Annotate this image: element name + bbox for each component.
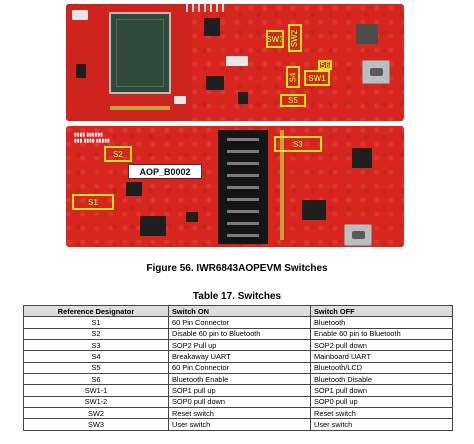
switch-label-s2: S2 xyxy=(104,146,132,162)
antenna-module xyxy=(66,4,192,121)
table-cell: Bluetooth/LCD xyxy=(310,361,453,375)
table-cell: User switch xyxy=(310,418,453,431)
component xyxy=(140,216,166,236)
table-row: SW1-2 SOP0 pull down SOP0 pull up xyxy=(23,395,453,409)
table-cell: Enable 60 pin to Bluetooth xyxy=(310,327,453,341)
component xyxy=(238,92,248,104)
table-row: S4 Breakaway UART Mainboard UART xyxy=(23,350,453,363)
table-row: S6 Bluetooth Enable Bluetooth Disable xyxy=(23,373,453,386)
table-cell: Disable 60 pin to Bluetooth xyxy=(168,327,311,341)
usb-connector xyxy=(362,60,390,84)
silkscreen-text: ▮▮▮▮ ▮▮▮▮▮▮▮▮▮ ▮▮▮▮ ▮▮▮▮▮ xyxy=(74,132,110,144)
table-cell: Bluetooth xyxy=(310,316,453,329)
switch-label-sw1: SW1 xyxy=(304,70,330,86)
table-cell: SW1-2 xyxy=(23,395,169,409)
table-cell: SW2 xyxy=(23,407,169,420)
table-row: SW2 Reset switch Reset switch xyxy=(23,407,453,420)
usb-connector xyxy=(344,224,372,246)
column-header-reference-designator: Reference Designator xyxy=(23,304,169,318)
switch-label-sw3: SW3 xyxy=(266,30,284,48)
switch-label-sw2: SW2 xyxy=(288,24,302,52)
board-photo-top: SW3 SW2 S6 S4 SW1 S5 xyxy=(66,4,404,121)
table-cell: SOP0 pull up xyxy=(310,395,453,409)
table-row: SW3 User switch User switch xyxy=(23,418,453,431)
component xyxy=(356,24,378,44)
antenna-array xyxy=(109,12,171,94)
component xyxy=(206,76,224,90)
component xyxy=(126,182,142,196)
table-row: SW1-1 SOP1 pull up SOP1 pull down xyxy=(23,384,453,397)
table-row: S1 60 Pin Connector Bluetooth xyxy=(23,316,453,329)
table-cell: User switch xyxy=(168,418,311,431)
table-cell: S3 xyxy=(23,339,169,352)
table-cell: 60 Pin Connector xyxy=(168,361,311,375)
table-cell: S6 xyxy=(23,373,169,386)
component xyxy=(302,200,326,220)
component xyxy=(204,18,220,36)
table-cell: Breakaway UART xyxy=(168,350,311,363)
column-header-switch-on: Switch ON xyxy=(168,304,311,318)
table-cell: SOP0 pull down xyxy=(168,395,311,409)
column-header-switch-off: Switch OFF xyxy=(310,304,453,318)
table-title: Table 17. Switches xyxy=(192,291,282,302)
component xyxy=(352,148,372,168)
component xyxy=(186,212,198,222)
component xyxy=(174,96,186,104)
header-pins xyxy=(186,4,226,12)
component xyxy=(280,130,284,240)
component xyxy=(226,56,248,66)
switch-label-s5: S5 xyxy=(280,94,306,107)
switches-table: Reference Designator Switch ON Switch OF… xyxy=(23,304,453,431)
switch-label-s1: S1 xyxy=(72,194,114,210)
switch-label-s3: S3 xyxy=(274,136,322,152)
table-cell: SOP2 pull down xyxy=(310,339,453,352)
table-cell: Bluetooth Disable xyxy=(310,373,453,386)
table-cell: S5 xyxy=(23,361,169,375)
component xyxy=(76,64,86,78)
table-cell: Reset switch xyxy=(310,407,453,420)
table-cell: SW3 xyxy=(23,418,169,431)
switch-label-s6: S6 xyxy=(318,60,332,70)
component xyxy=(72,10,88,20)
table-row: S5 60 Pin Connector Bluetooth/LCD xyxy=(23,361,453,375)
table-cell: SOP1 pull up xyxy=(168,384,311,397)
table-cell: S2 xyxy=(23,327,169,341)
table-cell: Bluetooth Enable xyxy=(168,373,311,386)
table-cell: Mainboard UART xyxy=(310,350,453,363)
table-cell: 60 Pin Connector xyxy=(168,316,311,329)
table-cell: SOP2 Pull up xyxy=(168,339,311,352)
table-cell: Reset switch xyxy=(168,407,311,420)
table-cell: SOP1 pull down xyxy=(310,384,453,397)
table-row: S2 Disable 60 pin to Bluetooth Enable 60… xyxy=(23,327,453,341)
board-photo-bottom: ▮▮▮▮ ▮▮▮▮▮▮▮▮▮ ▮▮▮▮ ▮▮▮▮▮ AOP_B0002 S2 S… xyxy=(66,126,404,247)
figure-caption: Figure 56. IWR6843AOPEVM Switches xyxy=(146,263,328,274)
table-cell: S1 xyxy=(23,316,169,329)
table-header-row: Reference Designator Switch ON Switch OF… xyxy=(23,304,453,318)
board-id-label: AOP_B0002 xyxy=(128,164,202,179)
component xyxy=(110,106,170,110)
table-cell: S4 xyxy=(23,350,169,363)
table-cell: SW1-1 xyxy=(23,384,169,397)
switch-label-s4: S4 xyxy=(286,66,300,88)
board-connector xyxy=(218,130,268,244)
table-row: S3 SOP2 Pull up SOP2 pull down xyxy=(23,339,453,352)
